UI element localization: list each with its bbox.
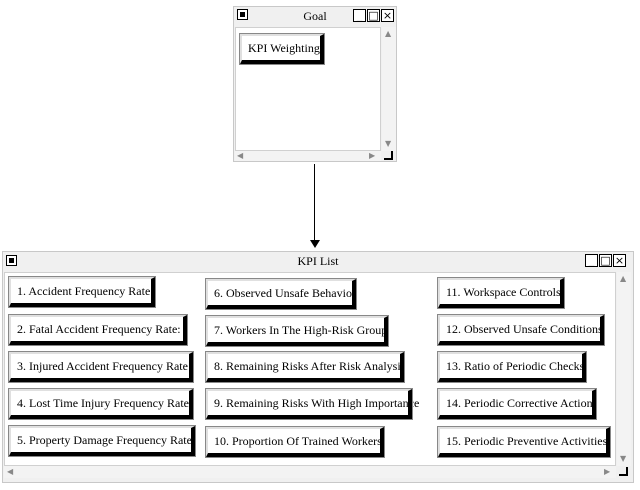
kpi-titlebar[interactable]: KPI List _ □ ×: [3, 252, 633, 270]
kpi-item-label: 13. Ratio of Periodic Checks: [446, 359, 585, 373]
goal-vertical-scrollbar[interactable]: ▲ ▼: [382, 27, 396, 151]
goal-titlebar[interactable]: Goal _ □ ×: [234, 7, 396, 25]
maximize-icon[interactable]: □: [367, 9, 380, 22]
kpi-weighting-label: KPI Weighting: [248, 41, 320, 55]
close-icon[interactable]: ×: [613, 254, 626, 267]
connector-arrowhead-icon: [310, 240, 320, 248]
kpi-item-8[interactable]: 8. Remaining Risks After Risk Analysis: [205, 351, 406, 383]
goal-title: Goal: [303, 9, 327, 23]
kpi-item-label: 7. Workers In The High-Risk Group: [214, 323, 388, 337]
goal-client-area: KPI Weighting: [235, 27, 381, 151]
kpi-vertical-scrollbar[interactable]: ▲ ▼: [617, 272, 631, 466]
kpi-weighting-button[interactable]: KPI Weighting: [239, 33, 325, 65]
goal-horizontal-scrollbar[interactable]: ◀ ▶: [235, 151, 381, 161]
kpi-item-13[interactable]: 13. Ratio of Periodic Checks: [437, 351, 587, 383]
kpi-item-label: 1. Accident Frequency Rate: [17, 284, 151, 298]
resize-grip-icon[interactable]: [384, 151, 393, 160]
scroll-right-icon[interactable]: ▶: [604, 467, 611, 476]
minimize-icon[interactable]: _: [585, 254, 598, 267]
scroll-right-icon[interactable]: ▶: [369, 151, 376, 160]
system-menu-icon[interactable]: [6, 255, 17, 266]
kpi-item-label: 14. Periodic Corrective Actions: [446, 396, 598, 410]
kpi-item-9[interactable]: 9. Remaining Risks With High Importance: [205, 388, 419, 420]
maximize-icon[interactable]: □: [599, 254, 612, 267]
kpi-title: KPI List: [297, 254, 339, 268]
kpi-item-11[interactable]: 11. Workspace Controls: [437, 277, 565, 309]
kpi-list-window: KPI List _ □ × 1. Accident Frequency Rat…: [2, 251, 634, 483]
scroll-up-icon[interactable]: ▲: [620, 274, 627, 283]
kpi-item-label: 10. Proportion Of Trained Workers: [214, 434, 382, 448]
kpi-item-6[interactable]: 6. Observed Unsafe Behavior: [205, 278, 357, 310]
kpi-item-12[interactable]: 12. Observed Unsafe Conditions: [437, 314, 605, 346]
kpi-item-label: 4. Lost Time Injury Frequency Rate: [17, 396, 189, 410]
kpi-item-label: 11. Workspace Controls: [446, 285, 561, 299]
system-menu-icon[interactable]: [237, 9, 248, 20]
kpi-item-label: 5. Property Damage Frequency Rate: [17, 433, 192, 447]
goal-window: Goal _ □ × KPI Weighting ▲ ▼ ◀ ▶: [233, 6, 397, 162]
scroll-down-icon[interactable]: ▼: [385, 139, 392, 148]
minimize-icon[interactable]: _: [353, 9, 366, 22]
kpi-item-label: 3. Injured Accident Frequency Rate: [17, 359, 188, 373]
scroll-down-icon[interactable]: ▼: [620, 454, 627, 463]
scroll-left-icon[interactable]: ◀: [7, 467, 14, 476]
kpi-item-5[interactable]: 5. Property Damage Frequency Rate: [8, 425, 196, 457]
kpi-item-2[interactable]: 2. Fatal Accident Frequency Rate:: [8, 314, 188, 346]
resize-grip-icon[interactable]: [619, 467, 628, 476]
kpi-item-label: 8. Remaining Risks After Risk Analysis: [214, 359, 406, 373]
kpi-item-4[interactable]: 4. Lost Time Injury Frequency Rate: [8, 388, 194, 420]
close-icon[interactable]: ×: [381, 9, 394, 22]
scroll-left-icon[interactable]: ◀: [237, 151, 244, 160]
kpi-item-label: 2. Fatal Accident Frequency Rate:: [17, 322, 181, 336]
kpi-item-15[interactable]: 15. Periodic Preventive Activities: [437, 426, 611, 458]
kpi-item-label: 6. Observed Unsafe Behavior: [214, 286, 356, 300]
scroll-up-icon[interactable]: ▲: [385, 29, 392, 38]
kpi-item-10[interactable]: 10. Proportion Of Trained Workers: [205, 426, 385, 458]
kpi-item-label: 9. Remaining Risks With High Importance: [214, 396, 420, 410]
kpi-item-14[interactable]: 14. Periodic Corrective Actions: [437, 388, 598, 420]
kpi-item-label: 12. Observed Unsafe Conditions: [446, 322, 603, 336]
kpi-item-3[interactable]: 3. Injured Accident Frequency Rate: [8, 351, 194, 383]
connector-line: [314, 164, 315, 244]
kpi-horizontal-scrollbar[interactable]: ◀ ▶: [4, 466, 616, 478]
kpi-item-label: 15. Periodic Preventive Activities: [446, 434, 608, 448]
kpi-client-area: 1. Accident Frequency Rate 2. Fatal Acci…: [4, 272, 616, 466]
kpi-item-7[interactable]: 7. Workers In The High-Risk Group: [205, 315, 389, 347]
kpi-item-1[interactable]: 1. Accident Frequency Rate: [8, 276, 156, 308]
